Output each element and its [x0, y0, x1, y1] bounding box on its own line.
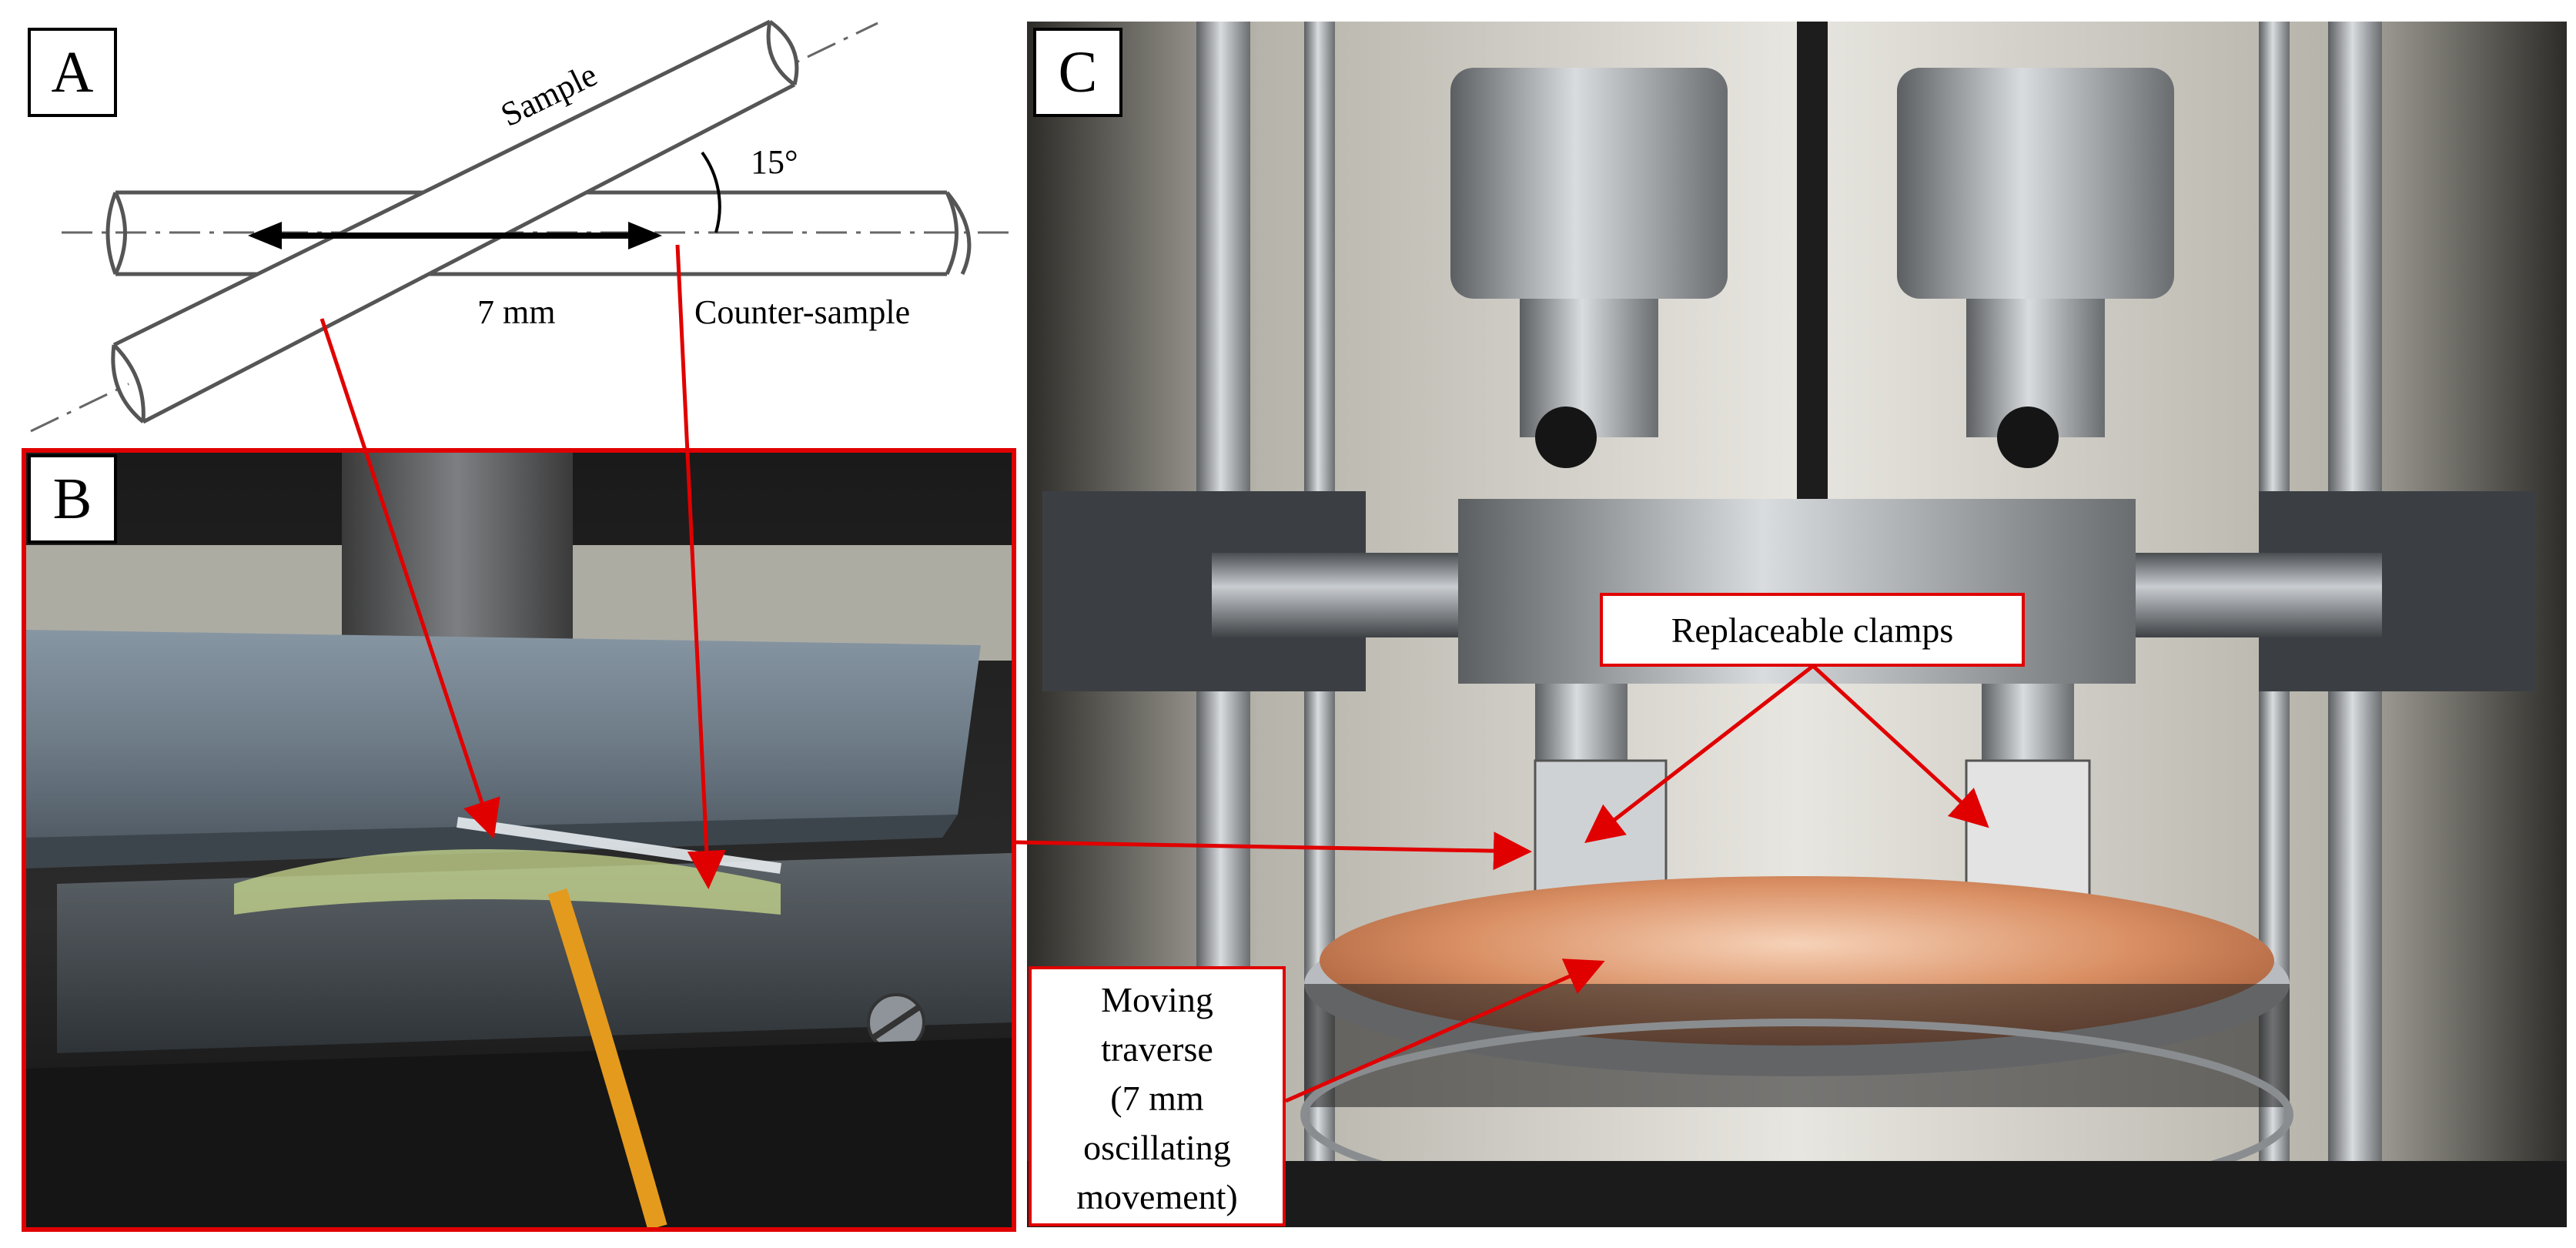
angle-label: 15°	[751, 143, 798, 181]
panel-c-label: C	[1033, 28, 1122, 117]
panel-b-photo	[22, 448, 1016, 1232]
replaceable-clamps-callout: Replaceable clamps	[1600, 593, 2025, 667]
distance-label: 7 mm	[477, 293, 555, 331]
traverse-line: traverse	[1101, 1029, 1213, 1069]
panel-b-photo-drawing	[26, 453, 1012, 1227]
panel-c-photo	[1027, 22, 2567, 1227]
traverse-line: Moving	[1101, 980, 1213, 1019]
traverse-line: movement)	[1076, 1177, 1238, 1216]
counter-sample-label: Counter-sample	[694, 293, 910, 331]
traverse-line: oscillating	[1083, 1128, 1231, 1167]
sample-cylinder	[111, 19, 799, 424]
panel-b-label: B	[28, 454, 117, 544]
angle-arc-icon	[701, 151, 721, 233]
distance-arrow-icon	[248, 222, 662, 249]
panel-a-schematic: Sample 15° 7 mm Counter-sample	[30, 19, 1016, 433]
panel-a-label: A	[28, 28, 117, 117]
moving-traverse-callout: Moving traverse (7 mm oscillating moveme…	[1029, 966, 1286, 1226]
traverse-line: (7 mm	[1110, 1079, 1204, 1118]
